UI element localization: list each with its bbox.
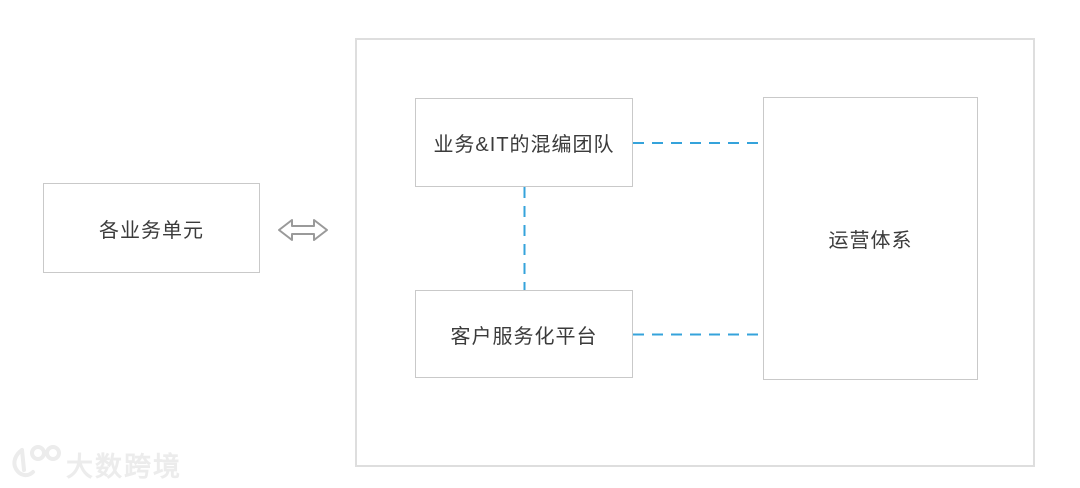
- business-units-box: 各业务单元: [43, 183, 260, 273]
- operation-system-box: 运营体系: [763, 97, 978, 380]
- operation-system-label: 运营体系: [828, 230, 913, 252]
- double-arrow-shape: [278, 219, 328, 241]
- mixed-team-box: 业务&IT的混编团队: [415, 98, 633, 187]
- watermark-100-logo: [12, 445, 61, 478]
- service-platform-box: 客户服务化平台: [415, 290, 633, 378]
- watermark-text: 大数跨境: [66, 452, 182, 482]
- mixed-team-label: 业务&IT的混编团队: [433, 134, 615, 156]
- watermark: 大数跨境: [12, 445, 182, 482]
- service-platform-label: 客户服务化平台: [450, 325, 598, 348]
- double-arrow-icon: [278, 219, 328, 241]
- business-units-label: 各业务单元: [99, 219, 204, 242]
